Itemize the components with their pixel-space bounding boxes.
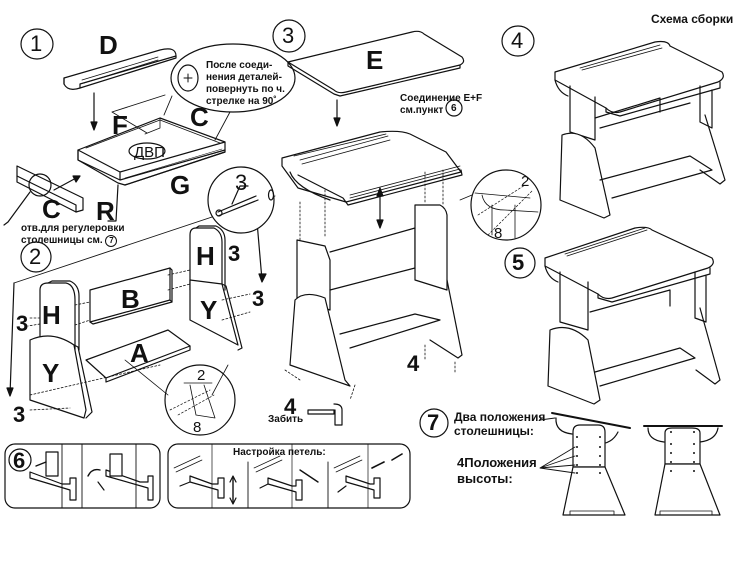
part-d-drawing — [63, 48, 177, 90]
rotate-note: После соеди- нения деталей- повернуть по… — [206, 60, 285, 107]
step-4-circle — [501, 25, 535, 57]
part-y-left-label: Y — [42, 358, 60, 388]
part-h-right-label: H — [196, 241, 215, 271]
part-b-drawing — [89, 267, 173, 325]
ref-6-label: 6 — [451, 103, 457, 114]
dotted-guides-step2 — [27, 269, 251, 411]
assembled-desk-4-drawing — [554, 40, 726, 219]
fastener-3-right-h: 3 — [228, 241, 241, 266]
step-2-circle — [20, 241, 52, 273]
part-e-label: E — [366, 45, 384, 75]
hinge-adjust-panel — [167, 443, 411, 509]
step-7-circle — [419, 408, 449, 438]
screw-detail-circle — [207, 166, 275, 234]
dvp-label: ДВП — [134, 144, 165, 161]
right-y-leg-drawing — [189, 279, 243, 351]
rotate-note-bubble — [170, 43, 296, 113]
step-3-label: 3 — [282, 23, 295, 48]
step-2-label: 2 — [29, 244, 42, 269]
hinge-adjust-depth-icon — [253, 443, 319, 509]
part-c-side-label: C — [42, 194, 61, 224]
part-b-label: B — [121, 284, 140, 314]
part-a-drawing — [85, 329, 191, 383]
hammer-icon — [307, 403, 343, 426]
assembled-desk-5-drawing — [544, 226, 721, 405]
part-f-label: F — [112, 110, 128, 140]
hinge-mount-icon-a — [29, 443, 77, 509]
step-1-circle — [20, 28, 54, 60]
fastener-8-right: 8 — [494, 225, 503, 242]
diagram-title: Схема сборки — [651, 12, 734, 26]
part-r-label: R — [96, 196, 115, 226]
step-1-label: 1 — [30, 31, 43, 56]
two-positions-note: Два положения столешницы: — [454, 410, 546, 438]
right-h-panel-drawing — [189, 225, 226, 291]
cam-lock-icon — [177, 64, 199, 92]
hinge-adjust-title: Настройка петель: — [233, 447, 326, 458]
frame-assembly-drawing — [281, 130, 463, 206]
dotted-guides-step3 — [299, 169, 444, 241]
height-position-leaders — [539, 417, 576, 474]
part-c-side-drawing — [16, 165, 84, 213]
part-y-right-label: Y — [200, 295, 218, 325]
part-d-label: D — [99, 30, 118, 60]
hinge-mount-icon-b — [87, 443, 154, 509]
fastener-3-left-h: 3 — [16, 311, 29, 336]
leg-assembly-drawing — [289, 204, 463, 387]
fastener-2-left: 2 — [197, 367, 206, 384]
hinge-adjust-side-icon — [333, 443, 403, 509]
fastener-2-right: 2 — [521, 173, 530, 190]
bracket-detail-circle-left — [164, 364, 236, 436]
part-g-label: G — [170, 170, 191, 200]
two-positions-side-view-flat — [643, 425, 723, 516]
ref-6-circle — [445, 99, 463, 117]
ef-join-note: Соединение E+F см.пункт — [400, 93, 483, 116]
leader-r — [107, 184, 119, 222]
ref-7-badge: 7 — [105, 235, 118, 247]
step-5-circle — [504, 247, 536, 279]
holes-note: отв.для регулеровки столешницы см. 7 — [21, 223, 125, 247]
leader-holes — [3, 191, 31, 226]
hinge-adjust-vertical-icon — [173, 443, 237, 509]
hinge-mount-panel — [4, 443, 161, 509]
step-3-circle — [272, 19, 306, 53]
left-h-panel-drawing — [39, 280, 80, 351]
fastener-4-left: 4 — [284, 394, 297, 419]
four-positions-note: 4Положения высоты: — [457, 455, 537, 486]
arrow-left-down — [9, 282, 15, 396]
left-y-leg-drawing — [29, 335, 93, 419]
dvp-ellipse — [128, 142, 166, 160]
hammer-label: Забить — [268, 414, 304, 425]
step-6-label: 6 — [13, 448, 26, 473]
frame-tray-drawing — [77, 117, 226, 186]
fastener-3-screw: 3 — [235, 170, 248, 195]
part-e-drawing — [287, 30, 465, 97]
fastener-8-left: 8 — [193, 419, 202, 436]
step-7-label: 7 — [427, 410, 440, 435]
bracket-detail-circle-right — [470, 169, 542, 241]
part-h-left-label: H — [42, 300, 61, 330]
fastener-3-left-y: 3 — [13, 402, 26, 427]
screw-icon — [217, 195, 259, 217]
two-positions-side-view-tilted — [551, 412, 631, 516]
step-5-label: 5 — [512, 250, 525, 275]
part-a-label: A — [130, 338, 149, 368]
part-c-frame-label: C — [190, 102, 209, 132]
fastener-4-right: 4 — [407, 351, 420, 376]
fastener-3-right-y: 3 — [252, 286, 265, 311]
step-4-label: 4 — [511, 28, 524, 53]
